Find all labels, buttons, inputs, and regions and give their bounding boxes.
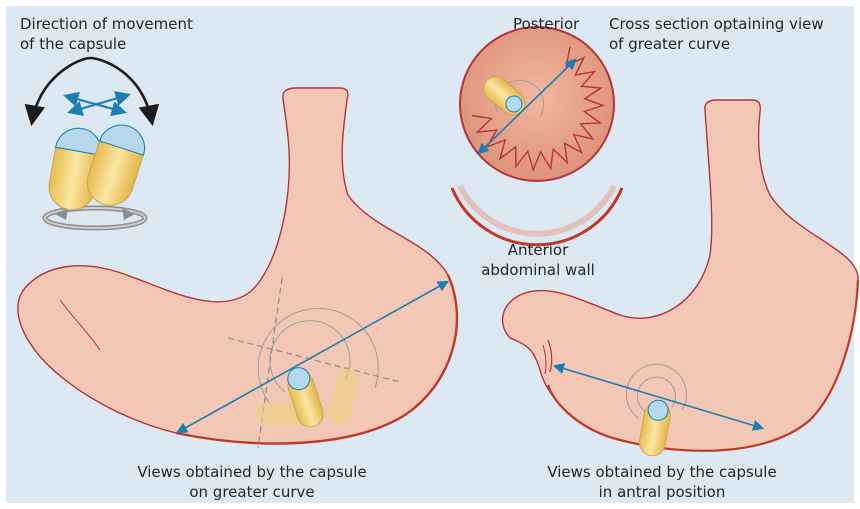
antral-caption-line1: Views obtained by the capsule [547,462,776,482]
cross-section-label-line2: of greater curve [609,34,730,54]
movement-label-line1: Direction of movement [20,14,193,34]
anterior-label-line1: Anterior [508,240,569,260]
greater-curve-caption-line1: Views obtained by the capsule [137,462,366,482]
movement-label-line2: of the capsule [20,34,126,54]
anterior-label-line2: abdominal wall [481,260,595,280]
antral-caption-line2: in antral position [599,482,726,502]
greater-curve-caption-line2: on greater curve [189,482,314,502]
posterior-label: Posterior [513,14,579,34]
cross-section-label-line1: Cross section optaining view [609,14,824,34]
